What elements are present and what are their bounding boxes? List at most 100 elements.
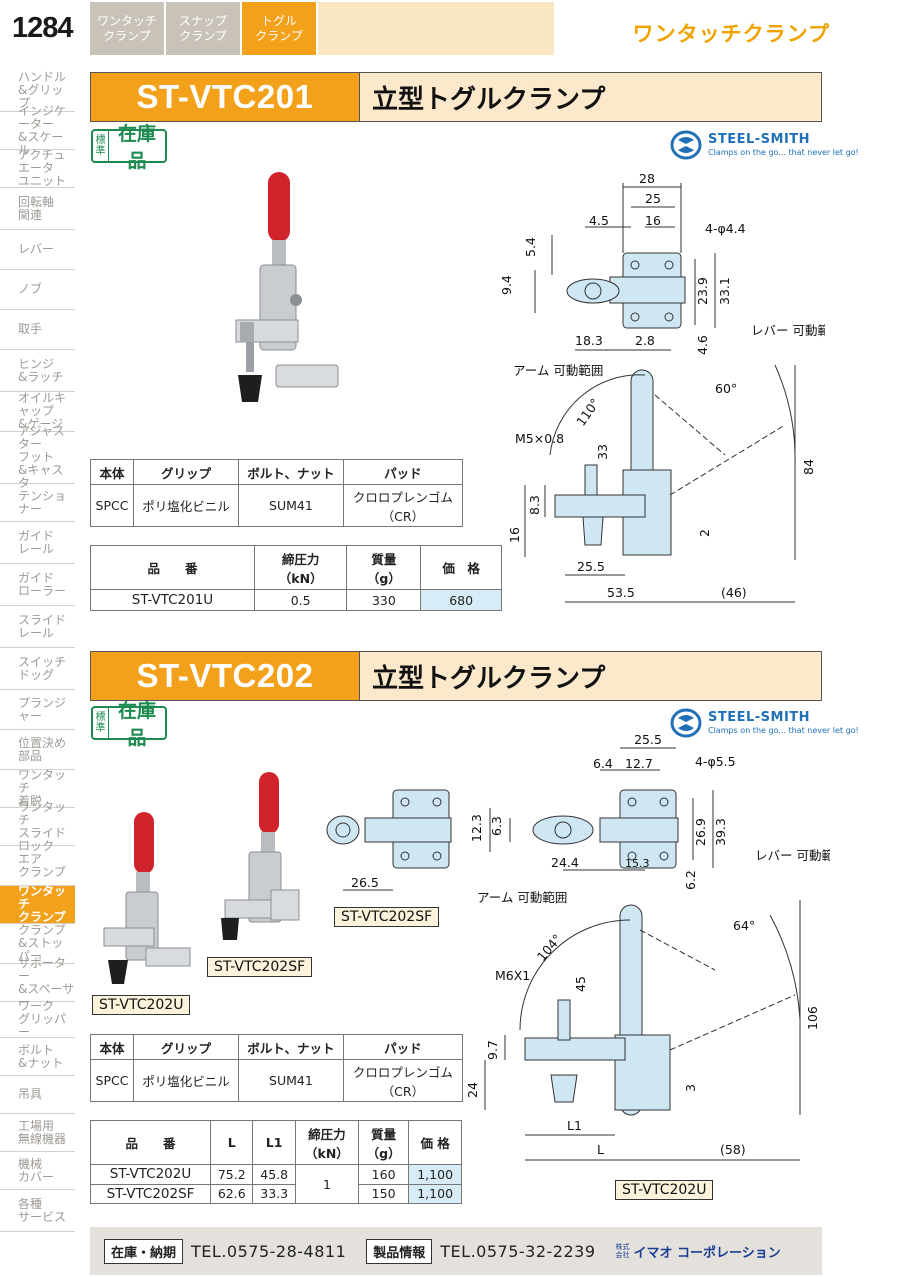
price-header-price: 価 格 xyxy=(408,1120,462,1165)
sidebar-item[interactable]: 吊具 xyxy=(0,1076,75,1114)
product-photo-vtc202sf xyxy=(221,772,300,940)
product-title-bar: ST-VTC201 立型トグルクランプ xyxy=(90,72,822,122)
section-title: ワンタッチクランプ xyxy=(632,22,830,46)
material-bolt: SUM41 xyxy=(238,484,344,527)
sidebar-item[interactable]: アクチュエータ ユニット xyxy=(0,149,75,188)
product-name: 立型トグルクランプ xyxy=(359,652,821,700)
sidebar-item[interactable]: ヒンジ &ラッチ xyxy=(0,350,75,392)
dim-top-5: 5.4 xyxy=(523,237,538,257)
category-tab-snap[interactable]: スナップ クランプ xyxy=(166,2,242,55)
dimension-drawing-vtc202: 25.5 6.4 12.7 4-φ5.5 12.3 6.3 26.9 39.3 … xyxy=(326,732,830,1161)
brand-logo: STEEL-SMITH Clamps on the go... that nev… xyxy=(670,706,859,742)
price-mass: 330 xyxy=(346,589,422,611)
stock-badge-small: 標 準 xyxy=(93,708,109,738)
dim-top-8: 33.1 xyxy=(717,277,732,305)
price-header-force: 締圧力 （kN） xyxy=(294,1120,359,1165)
price-header-part: 品 番 xyxy=(89,1120,212,1165)
dim-top-10: 2.8 xyxy=(635,333,655,348)
stock-badge-main: 在庫品 xyxy=(117,123,156,172)
brand-logo: STEEL-SMITH Clamps on the go... that nev… xyxy=(670,128,859,164)
dim2-top-2: 12.7 xyxy=(625,756,653,771)
material-header-bolt: ボルト、ナット xyxy=(238,1034,344,1060)
sidebar-item[interactable]: エア クランプ xyxy=(0,846,75,886)
sidebar-item[interactable]: ボルト &ナット xyxy=(0,1038,75,1076)
dim2-side-L1: L1 xyxy=(567,1118,582,1133)
price-table: 品 番 締圧力 （kN） 質量 （g） 価 格 ST-VTC201U 0.5 3… xyxy=(90,545,502,611)
material-table: 本体 グリップ ボルト、ナット パッド SPCC ポリ塩化ビニル SUM41 ク… xyxy=(89,1034,464,1102)
material-grip: ポリ塩化ビニル xyxy=(133,1059,240,1102)
dim-top-1: 25 xyxy=(645,191,661,206)
price-L: 62.6 xyxy=(210,1183,254,1204)
dim2-side-24: 24 xyxy=(465,1082,480,1098)
sidebar-item[interactable]: サポーター &スペーサー xyxy=(0,956,75,1008)
sidebar-item[interactable]: ワーク グリッパー xyxy=(0,1000,75,1039)
product-code: ST-VTC201 xyxy=(91,73,359,121)
dim2-side-45: 45 xyxy=(573,976,588,992)
sidebar-item[interactable]: ハンドル &グリップ xyxy=(0,70,75,112)
dim2-side-lever-angle: 64° xyxy=(733,918,755,933)
sidebar-item[interactable]: ワンタッチ スライドロック xyxy=(0,800,75,852)
stock-badge-small: 標 準 xyxy=(93,131,109,161)
sidebar-item[interactable]: クランプ &ストッパー xyxy=(0,924,75,964)
price-force: 0.5 xyxy=(253,589,348,611)
image-label: ST-VTC202SF xyxy=(334,907,440,927)
material-pad: クロロプレンゴム （CR） xyxy=(342,484,464,527)
category-tab-toggle[interactable]: トグル クランプ xyxy=(242,2,318,55)
image-label: ST-VTC202U xyxy=(615,1180,714,1200)
dim2-top-1: 6.4 xyxy=(593,756,613,771)
brand-name: STEEL-SMITH xyxy=(708,132,811,147)
product-code: ST-VTC202 xyxy=(91,652,359,700)
dim-side-84: 84 xyxy=(801,459,816,475)
dim2-top-4: 12.3 xyxy=(469,814,484,842)
dim2-side-58: (58) xyxy=(720,1142,746,1157)
product-name: 立型トグルクランプ xyxy=(359,73,821,121)
dim-top-9: 18.3 xyxy=(575,333,603,348)
footer-stock-tel[interactable]: TEL.0575-28-4811 xyxy=(191,1241,347,1261)
footer-info-label: 製品情報 xyxy=(366,1238,433,1264)
dim-top-0: 28 xyxy=(639,171,655,186)
sidebar-item[interactable]: 工場用 無線機器 xyxy=(0,1114,75,1152)
dim-side-8.3: 8.3 xyxy=(527,495,542,515)
sidebar-item[interactable]: インジケーター &スケール xyxy=(0,104,75,156)
footer-contact-bar: 在庫・納期 TEL.0575-28-4811 製品情報 TEL.0575-32-… xyxy=(90,1227,822,1275)
dim-side-53.5: 53.5 xyxy=(607,585,635,600)
sidebar-item[interactable]: アジャスター フット &キャスタ xyxy=(0,425,75,490)
material-header-pad: パッド xyxy=(342,459,464,485)
dim-top-4: 4-φ4.4 xyxy=(705,221,746,236)
sidebar-item[interactable]: 機械 カバー xyxy=(0,1152,75,1190)
sidebar-item[interactable]: ガイド レール xyxy=(0,522,75,564)
dim2-top-7: 39.3 xyxy=(713,818,728,846)
sidebar-item[interactable]: 取手 xyxy=(0,310,75,350)
sidebar-item[interactable]: オイルキャップ &ゲージ xyxy=(0,392,75,432)
dim-side-lever-range: レバー 可動範囲 xyxy=(751,323,825,338)
sidebar-item[interactable]: ワンタッチ 着脱 xyxy=(0,769,75,808)
sidebar-item[interactable]: スライド レール xyxy=(0,606,75,648)
category-tab-onetouch[interactable]: ワンタッチ クランプ xyxy=(90,2,166,55)
price-header-mass: 質量 （g） xyxy=(346,545,422,590)
material-table: 本体 グリップ ボルト、ナット パッド SPCC ポリ塩化ビニル SUM41 ク… xyxy=(89,459,464,527)
price-mass: 160 xyxy=(357,1164,410,1185)
price-table: 品 番 L L1 締圧力 （kN） 質量 （g） 価 格 ST-VTC202U … xyxy=(89,1120,462,1204)
brand-tagline: Clamps on the go... that never let go! xyxy=(708,148,859,157)
dim-side-2: 2 xyxy=(697,529,712,537)
sidebar-item[interactable]: 回転軸 関連 xyxy=(0,188,75,230)
sidebar-item[interactable]: ガイド ローラー xyxy=(0,564,75,606)
sidebar-item[interactable]: 位置決め 部品 xyxy=(0,730,75,770)
page-number: 1284 xyxy=(12,12,74,44)
footer-info-tel[interactable]: TEL.0575-32-2239 xyxy=(440,1241,596,1261)
sidebar-item[interactable]: スイッチ ドッグ xyxy=(0,648,75,690)
sidebar-item[interactable]: テンショナー xyxy=(0,484,75,522)
material-pad: クロロプレンゴム （CR） xyxy=(342,1059,464,1102)
sidebar-item[interactable]: レバー xyxy=(0,230,75,270)
price-value: 1,100 xyxy=(408,1164,462,1185)
sidebar-item[interactable]: プランジャー xyxy=(0,690,75,730)
steel-smith-logo-icon xyxy=(670,130,702,160)
price-header-force: 締圧力 （kN） xyxy=(253,545,348,590)
dimension-drawing-vtc201: 28 25 16 4.5 4-φ4.4 5.4 9.4 23.9 33.1 18… xyxy=(499,171,825,603)
sidebar-item[interactable]: 各種 サービス xyxy=(0,1190,75,1232)
material-header-pad: パッド xyxy=(342,1034,464,1060)
sidebar-item[interactable]: ワンタッチ クランプ xyxy=(0,885,75,924)
dim2-side-3: 3 xyxy=(683,1084,698,1092)
dim2-side-arm-range: アーム 可動範囲 xyxy=(477,890,567,905)
sidebar-item[interactable]: ノブ xyxy=(0,270,75,310)
